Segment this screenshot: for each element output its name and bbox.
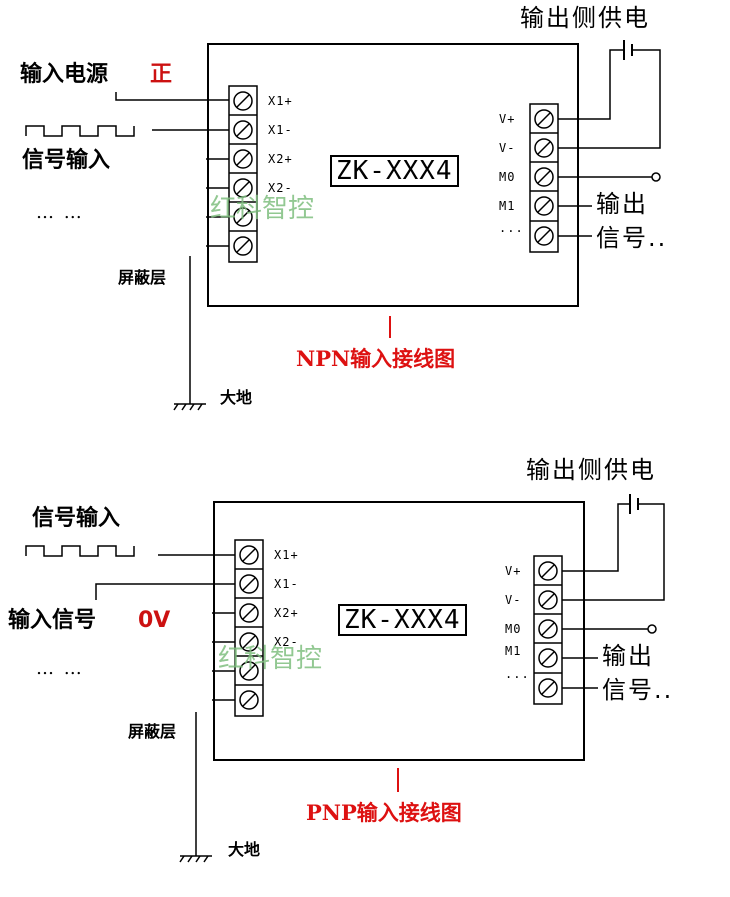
model-number: ZK-XXX4 — [330, 155, 459, 187]
output-label: 输出 — [602, 642, 654, 670]
terminal-label-x1p: X1+ — [274, 548, 299, 562]
output-signal-label: 信号.. — [596, 224, 668, 252]
terminal-label-x1p: X1+ — [268, 94, 293, 108]
input-signal-label: 输入信号 — [8, 608, 97, 633]
model-number: ZK-XXX4 — [338, 604, 467, 636]
terminal-label-x1n: X1- — [268, 123, 293, 137]
output-label: 输出 — [596, 190, 648, 218]
terminal-label-m0: M0 — [499, 170, 516, 184]
terminal-label-m1: M1 — [499, 199, 516, 213]
signal-input-label: 信号输入 — [32, 506, 121, 531]
watermark: 红科智控 — [218, 644, 323, 674]
shield-label: 屏蔽层 — [128, 722, 177, 741]
output-screws — [534, 561, 562, 698]
wires — [25, 40, 661, 411]
output-signal-label: 信号.. — [602, 676, 674, 704]
more-inputs-ellipsis: … … — [36, 658, 84, 679]
input-terminal-block — [228, 85, 258, 263]
input-screws — [235, 545, 263, 710]
wires — [25, 494, 665, 863]
ground-label: 大地 — [228, 840, 261, 859]
terminal-label-m0: M0 — [505, 622, 522, 636]
terminal-label-x2n: X2- — [268, 181, 293, 195]
output-supply-label: 输出侧供电 — [520, 4, 650, 32]
output-screws — [530, 109, 558, 246]
diagram-caption: NPN输入接线图 — [296, 346, 456, 371]
more-inputs-ellipsis: … … — [36, 202, 84, 223]
terminal-label-x2p: X2+ — [274, 606, 299, 620]
terminal-label-more: ... — [505, 667, 530, 681]
terminal-label-x2n: X2- — [274, 635, 299, 649]
terminal-label-vminus: V- — [505, 593, 522, 607]
terminal-label-vminus: V- — [499, 141, 516, 155]
terminal-label-m1: M1 — [505, 644, 522, 658]
device-body — [207, 43, 579, 307]
ground-label: 大地 — [220, 388, 253, 407]
terminal-label-vplus: V+ — [505, 564, 522, 578]
npn-wiring-diagram: 输出侧供电 输入电源 正 信号输入 … … 屏蔽层 大地 X1+ X1- X2+… — [0, 0, 730, 440]
power-polarity-label: 正 — [150, 62, 173, 87]
terminal-label-more: ... — [499, 221, 524, 235]
input-polarity-label: 0V — [138, 608, 171, 633]
signal-input-label: 信号输入 — [22, 148, 111, 173]
terminal-label-x2p: X2+ — [268, 152, 293, 166]
terminal-label-vplus: V+ — [499, 112, 516, 126]
output-supply-label: 输出侧供电 — [526, 456, 656, 484]
watermark: 红科智控 — [210, 194, 315, 224]
terminal-label-x1n: X1- — [274, 577, 299, 591]
power-input-label: 输入电源 — [20, 62, 109, 87]
diagram-caption: PNP输入接线图 — [306, 800, 462, 825]
input-terminal-block — [234, 539, 264, 717]
device-body — [213, 501, 585, 761]
pnp-wiring-lines — [25, 494, 665, 863]
npn-wiring-lines — [25, 40, 661, 411]
shield-label: 屏蔽层 — [118, 268, 167, 287]
input-screws — [229, 91, 257, 256]
pnp-wiring-diagram: 输出侧供电 信号输入 输入信号 0V … … 屏蔽层 大地 X1+ X1- X2… — [0, 452, 730, 892]
